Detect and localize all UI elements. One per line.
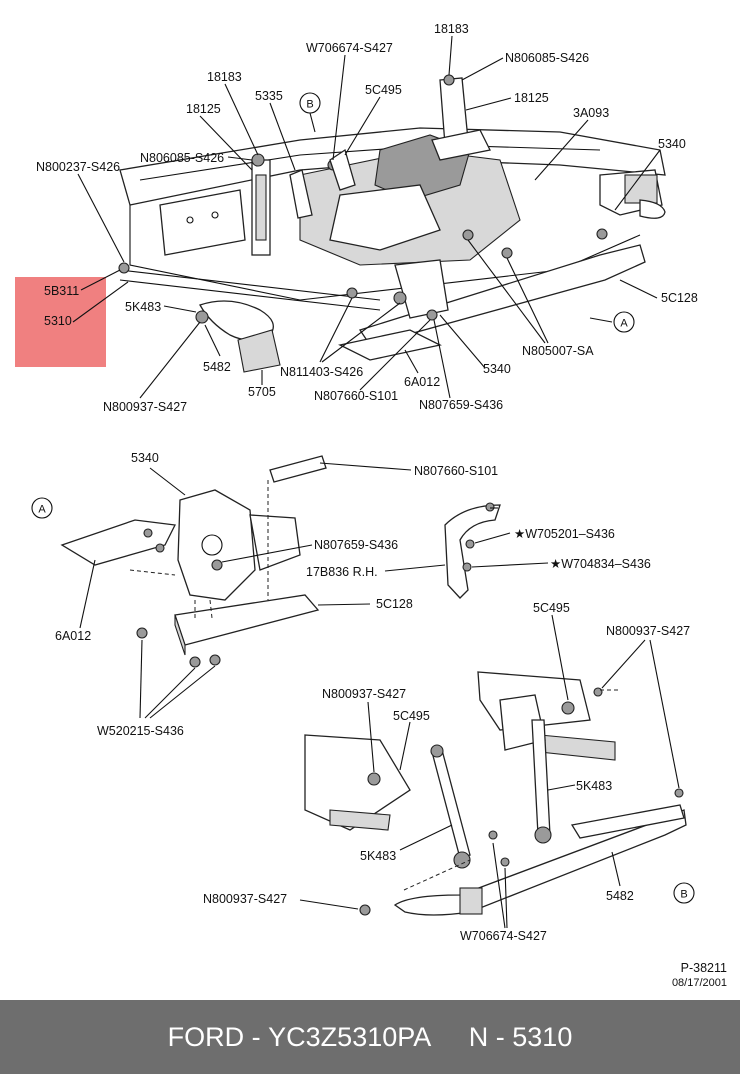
label-5482-top: 5482	[203, 360, 231, 374]
label-5c128-top: 5C128	[661, 291, 698, 305]
callout-b-detail: B	[673, 882, 695, 904]
main-assembly-illustration	[118, 74, 666, 373]
footer-brand: FORD	[167, 1021, 245, 1052]
callout-a-detail-label: A	[38, 504, 46, 516]
label-n807659-s436-detail: N807659-S436	[314, 538, 398, 552]
label-5k483-left: 5K483	[360, 849, 396, 863]
label-5k483-top: 5K483	[125, 300, 161, 314]
label-5c495-right: 5C495	[533, 601, 570, 615]
leader-lines-detail-b	[299, 614, 680, 929]
label-6a012-detail: 6A012	[55, 629, 91, 643]
label-6a012-top: 6A012	[404, 375, 440, 389]
label-5310: 5310	[44, 314, 72, 328]
label-n800937-s427-top: N800937-S427	[103, 400, 187, 414]
label-5705: 5705	[248, 385, 276, 399]
callout-a-detail: A	[31, 497, 53, 519]
label-n806085-s426-right: N806085-S426	[505, 51, 589, 65]
label-18183-top: 18183	[434, 22, 469, 36]
label-n807659-s436-top: N807659-S436	[419, 398, 503, 412]
callout-a-top-label: A	[620, 318, 628, 330]
label-5k483-right: 5K483	[576, 779, 612, 793]
label-n811403-s426: N811403-S426	[280, 365, 363, 379]
ref-date: 08/17/2001	[672, 977, 727, 989]
label-17b836-rh: 17B836 R.H.	[306, 565, 378, 579]
callout-a-top: A	[613, 311, 635, 333]
leader-lines-detail-a	[79, 462, 549, 719]
label-n800937-s427-right: N800937-S427	[606, 624, 690, 638]
part-labels: 18183 W706674-S427 N806085-S426 18183 53…	[36, 22, 727, 989]
label-5340-mid: 5340	[483, 362, 511, 376]
label-5b311: 5B311	[44, 284, 79, 298]
footer-separator: -	[244, 1021, 269, 1052]
highlight-box	[15, 277, 106, 367]
part-info-footer: FORD - YC3Z5310PA N - 5310	[0, 1000, 740, 1074]
label-n800937-s427-bottom: N800937-S427	[203, 892, 287, 906]
footer-part-ref: N - 5310	[468, 1021, 573, 1052]
label-n807660-s101-top: N807660-S101	[314, 389, 398, 403]
label-n800237-s426: N800237-S426	[36, 160, 120, 174]
label-w520215-s436: W520215-S436	[97, 724, 184, 738]
label-5482-detail: 5482	[606, 889, 634, 903]
label-n806085-s426-left: N806085-S426	[140, 151, 224, 165]
label-18125-left: 18125	[186, 102, 221, 116]
label-5c495-top: 5C495	[365, 83, 402, 97]
label-w706674-s427-top: W706674-S427	[306, 41, 393, 55]
callout-b-top: B	[299, 92, 321, 133]
callout-b-detail-label: B	[680, 889, 687, 901]
detail-a-illustration	[60, 455, 501, 668]
footer-spacer	[431, 1022, 469, 1053]
label-5c128-detail: 5C128	[376, 597, 413, 611]
leader-lines-main	[72, 35, 661, 399]
ref-id: P-38211	[681, 961, 727, 975]
detail-b-illustration	[304, 671, 687, 916]
label-w705201-s436: ★W705201–S436	[514, 527, 615, 541]
footer-part-number: YC3Z5310PA	[268, 1021, 432, 1052]
label-18125-right: 18125	[514, 91, 549, 105]
label-w704834-s436: ★W704834–S436	[550, 557, 651, 571]
label-5c495-mid: 5C495	[393, 709, 430, 723]
label-n800937-s427-mid: N800937-S427	[322, 687, 406, 701]
label-5340-detail: 5340	[131, 451, 159, 465]
parts-diagram: B A A B 18183 W706674-S427 N806085-S426 …	[15, 22, 727, 989]
label-n807660-s101-detail: N807660-S101	[414, 464, 498, 478]
label-5335: 5335	[255, 89, 283, 103]
callout-b-top-label: B	[306, 99, 313, 111]
label-5340-top: 5340	[658, 137, 686, 151]
label-3a093: 3A093	[573, 106, 609, 120]
label-n805007-sa: N805007-SA	[522, 344, 594, 358]
label-w706674-s427-bottom: W706674-S427	[460, 929, 547, 943]
label-18183-left: 18183	[207, 70, 242, 84]
